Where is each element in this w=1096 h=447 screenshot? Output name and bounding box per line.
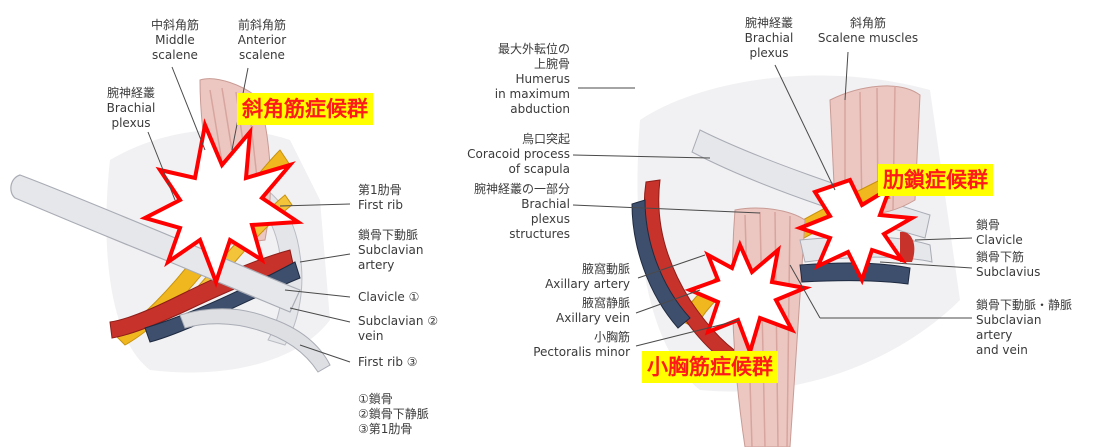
label-coracoid: 烏口突起 Coracoid process of scapula [432, 132, 570, 177]
label-scalene-muscles: 斜角筋 Scalene muscles [808, 16, 928, 46]
label-subclavius: 鎖骨下筋 Subclavius [976, 250, 1040, 280]
subclavius-en: Subclavius [976, 265, 1040, 280]
subclavian-artery-left-en1: Subclavian [358, 243, 424, 258]
label-first-rib: 第1肋骨 First rib [358, 183, 403, 213]
clavicle-right-en: Clavicle [976, 233, 1023, 248]
brachial-plexus-right-en2: plexus [735, 46, 803, 61]
subclavian-av-en3: and vein [976, 343, 1072, 358]
middle-scalene-en2: scalene [140, 48, 210, 63]
subclavius-jp: 鎖骨下筋 [976, 250, 1040, 265]
note-2: ②鎖骨下静脈 [358, 407, 429, 422]
axillary-artery-jp: 腋窩動脈 [500, 262, 630, 277]
label-clavicle-left: Clavicle ① [358, 290, 419, 305]
scalene-muscles-en: Scalene muscles [808, 31, 928, 46]
coracoid-jp: 烏口突起 [432, 132, 570, 147]
subclavian-av-en2: artery [976, 328, 1072, 343]
label-axillary-vein: 腋窩静脈 Axillary vein [500, 296, 630, 326]
humerus-en1: Humerus [452, 72, 570, 87]
first-rib-en: First rib [358, 198, 403, 213]
humerus-jp1: 最大外転位の [452, 42, 570, 57]
label-subclavian-artery-left: 鎖骨下動脈 Subclavian artery [358, 228, 424, 273]
clavicle-right-jp: 鎖骨 [976, 218, 1023, 233]
label-middle-scalene: 中斜角筋 Middle scalene [140, 18, 210, 63]
right-illustration [573, 52, 972, 447]
axillary-vein-en: Axillary vein [500, 311, 630, 326]
brachial-plexus-left-en2: plexus [98, 116, 164, 131]
plexus-part-jp: 腕神経叢の一部分 [432, 182, 570, 197]
scalene-muscles-jp: 斜角筋 [808, 16, 928, 31]
label-first-rib-3: First rib ③ [358, 355, 418, 370]
label-plexus-structures: 腕神経叢の一部分 Brachial plexus structures [432, 182, 570, 242]
costoclavicular-syndrome-callout: 肋鎖症候群 [878, 164, 993, 196]
label-brachial-plexus-right: 腕神経叢 Brachial plexus [735, 16, 803, 61]
brachial-plexus-right-en1: Brachial [735, 31, 803, 46]
subclavian-artery-left-en2: artery [358, 258, 424, 273]
label-pectoralis-minor: 小胸筋 Pectoralis minor [500, 330, 630, 360]
middle-scalene-jp: 中斜角筋 [140, 18, 210, 33]
anterior-scalene-en1: Anterior [225, 33, 299, 48]
label-axillary-artery: 腋窩動脈 Axillary artery [500, 262, 630, 292]
subclavian-vein-left-en2: vein [358, 329, 438, 344]
note-1: ①鎖骨 [358, 392, 429, 407]
plexus-part-en2: plexus [432, 212, 570, 227]
humerus-en3: abduction [452, 102, 570, 117]
brachial-plexus-right-jp: 腕神経叢 [735, 16, 803, 31]
humerus-en2: in maximum [452, 87, 570, 102]
numbered-notes: ①鎖骨 ②鎖骨下静脈 ③第1肋骨 [358, 392, 429, 437]
axillary-artery-en: Axillary artery [500, 277, 630, 292]
subclavian-av-jp: 鎖骨下動脈・静脈 [976, 298, 1072, 313]
plexus-part-en1: Brachial [432, 197, 570, 212]
brachial-plexus-left-en1: Brachial [98, 101, 164, 116]
label-humerus: 最大外転位の 上腕骨 Humerus in maximum abduction [452, 42, 570, 117]
first-rib-jp: 第1肋骨 [358, 183, 403, 198]
subclavian-vein-left-en1: Subclavian ② [358, 314, 438, 329]
coracoid-en2: of scapula [432, 162, 570, 177]
label-brachial-plexus-left: 腕神経叢 Brachial plexus [98, 86, 164, 131]
label-anterior-scalene: 前斜角筋 Anterior scalene [225, 18, 299, 63]
subclavian-artery-left-jp: 鎖骨下動脈 [358, 228, 424, 243]
label-subclavian-vein-left: Subclavian ② vein [358, 314, 438, 344]
subclavian-av-en1: Subclavian [976, 313, 1072, 328]
middle-scalene-en1: Middle [140, 33, 210, 48]
anterior-scalene-jp: 前斜角筋 [225, 18, 299, 33]
brachial-plexus-left-jp: 腕神経叢 [98, 86, 164, 101]
pectoralis-minor-en: Pectoralis minor [500, 345, 630, 360]
coracoid-en1: Coracoid process [432, 147, 570, 162]
label-clavicle-right: 鎖骨 Clavicle [976, 218, 1023, 248]
plexus-part-en3: structures [432, 227, 570, 242]
pectoralis-minor-syndrome-callout: 小胸筋症候群 [642, 351, 778, 383]
humerus-jp2: 上腕骨 [452, 57, 570, 72]
scalene-syndrome-callout: 斜角筋症候群 [237, 93, 373, 125]
pectoralis-minor-jp: 小胸筋 [500, 330, 630, 345]
anterior-scalene-en2: scalene [225, 48, 299, 63]
label-subclavian-artery-vein: 鎖骨下動脈・静脈 Subclavian artery and vein [976, 298, 1072, 358]
axillary-vein-jp: 腋窩静脈 [500, 296, 630, 311]
note-3: ③第1肋骨 [358, 422, 429, 437]
